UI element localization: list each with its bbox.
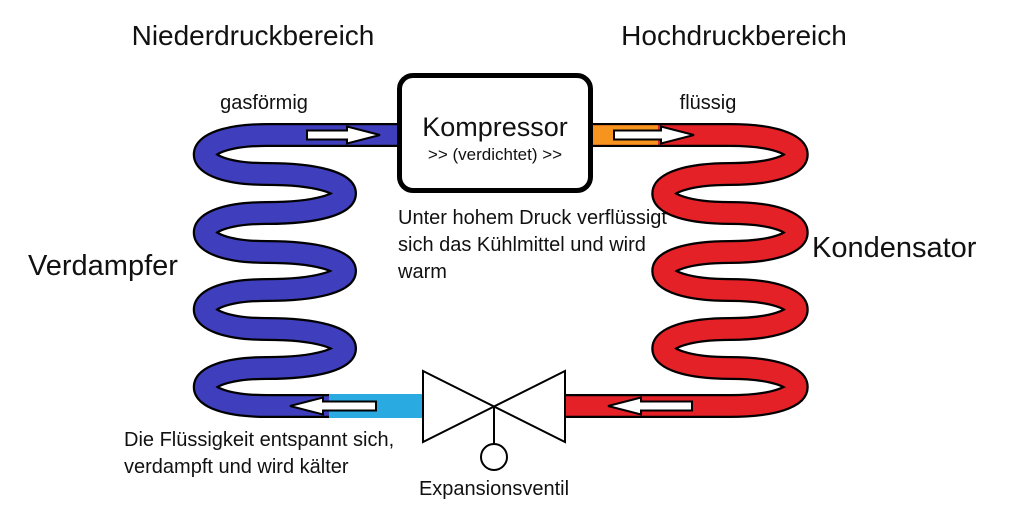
evaporator-label: Verdampfer xyxy=(28,250,178,282)
condenser-label: Kondensator xyxy=(812,232,977,264)
compressor-title: Kompressor xyxy=(422,112,568,142)
flow-arrow-right-gas-icon xyxy=(306,125,381,145)
compressor-subtitle: >> (verdichtet) >> xyxy=(427,145,563,164)
liquid-state-label: flüssig xyxy=(679,92,737,114)
expansion-valve-left-triangle xyxy=(422,369,497,444)
compressor-box: Kompressor >> (verdichtet) >> xyxy=(397,73,593,193)
evaporator-note-line: Die Flüssigkeit entspannt sich, xyxy=(124,429,395,451)
evaporator-note-line: verdampft und wird kälter xyxy=(124,456,349,478)
condenser-note: Unter hohem Druck verflüssigt sich das K… xyxy=(398,205,667,286)
low-pressure-zone-label: Niederdruckbereich xyxy=(131,20,375,51)
gas-state-label: gasförmig xyxy=(220,92,308,114)
condenser-note-line: warm xyxy=(398,261,447,283)
condenser-note-line: sich das Kühlmittel und wird xyxy=(398,234,646,256)
flow-arrow-left-condensed-icon xyxy=(607,396,693,416)
expansion-valve-label: Expansionsventil xyxy=(418,478,570,500)
high-pressure-zone-label: Hochdruckbereich xyxy=(621,20,847,51)
flow-arrow-left-expanded-icon xyxy=(289,396,377,416)
flow-arrow-right-liquid-icon xyxy=(613,125,695,145)
expansion-valve-right-triangle xyxy=(491,369,566,444)
evaporator-coil-pipe xyxy=(195,125,400,416)
condenser-coil-pipe xyxy=(558,125,807,416)
evaporator-note: Die Flüssigkeit entspannt sich, verdampf… xyxy=(124,427,394,481)
condenser-note-line: Unter hohem Druck verflüssigt xyxy=(398,207,667,229)
expansion-valve-actuator-circle xyxy=(480,443,508,471)
